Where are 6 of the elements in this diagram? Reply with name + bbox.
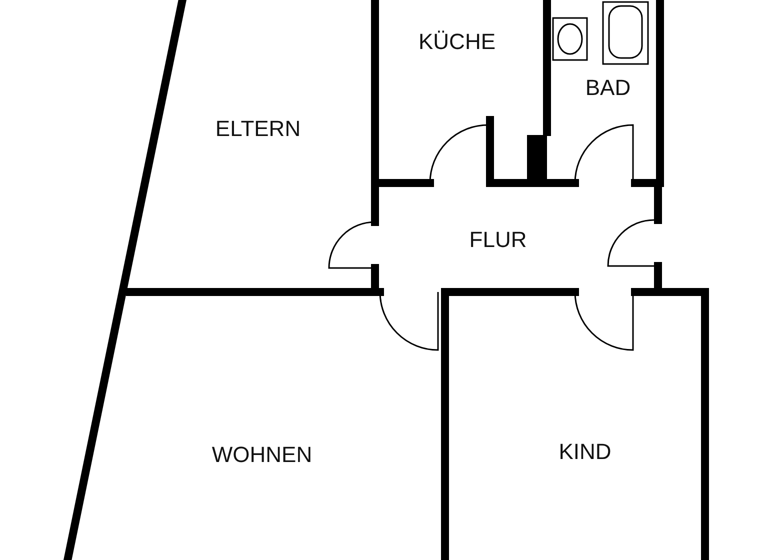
room-label: KÜCHE	[418, 29, 496, 55]
room-label: BAD	[585, 75, 631, 101]
room-label: FLUR	[469, 227, 527, 253]
room-label: KIND	[558, 439, 612, 465]
room-label: ELTERN	[215, 116, 301, 142]
room-label: WOHNEN	[212, 442, 312, 468]
